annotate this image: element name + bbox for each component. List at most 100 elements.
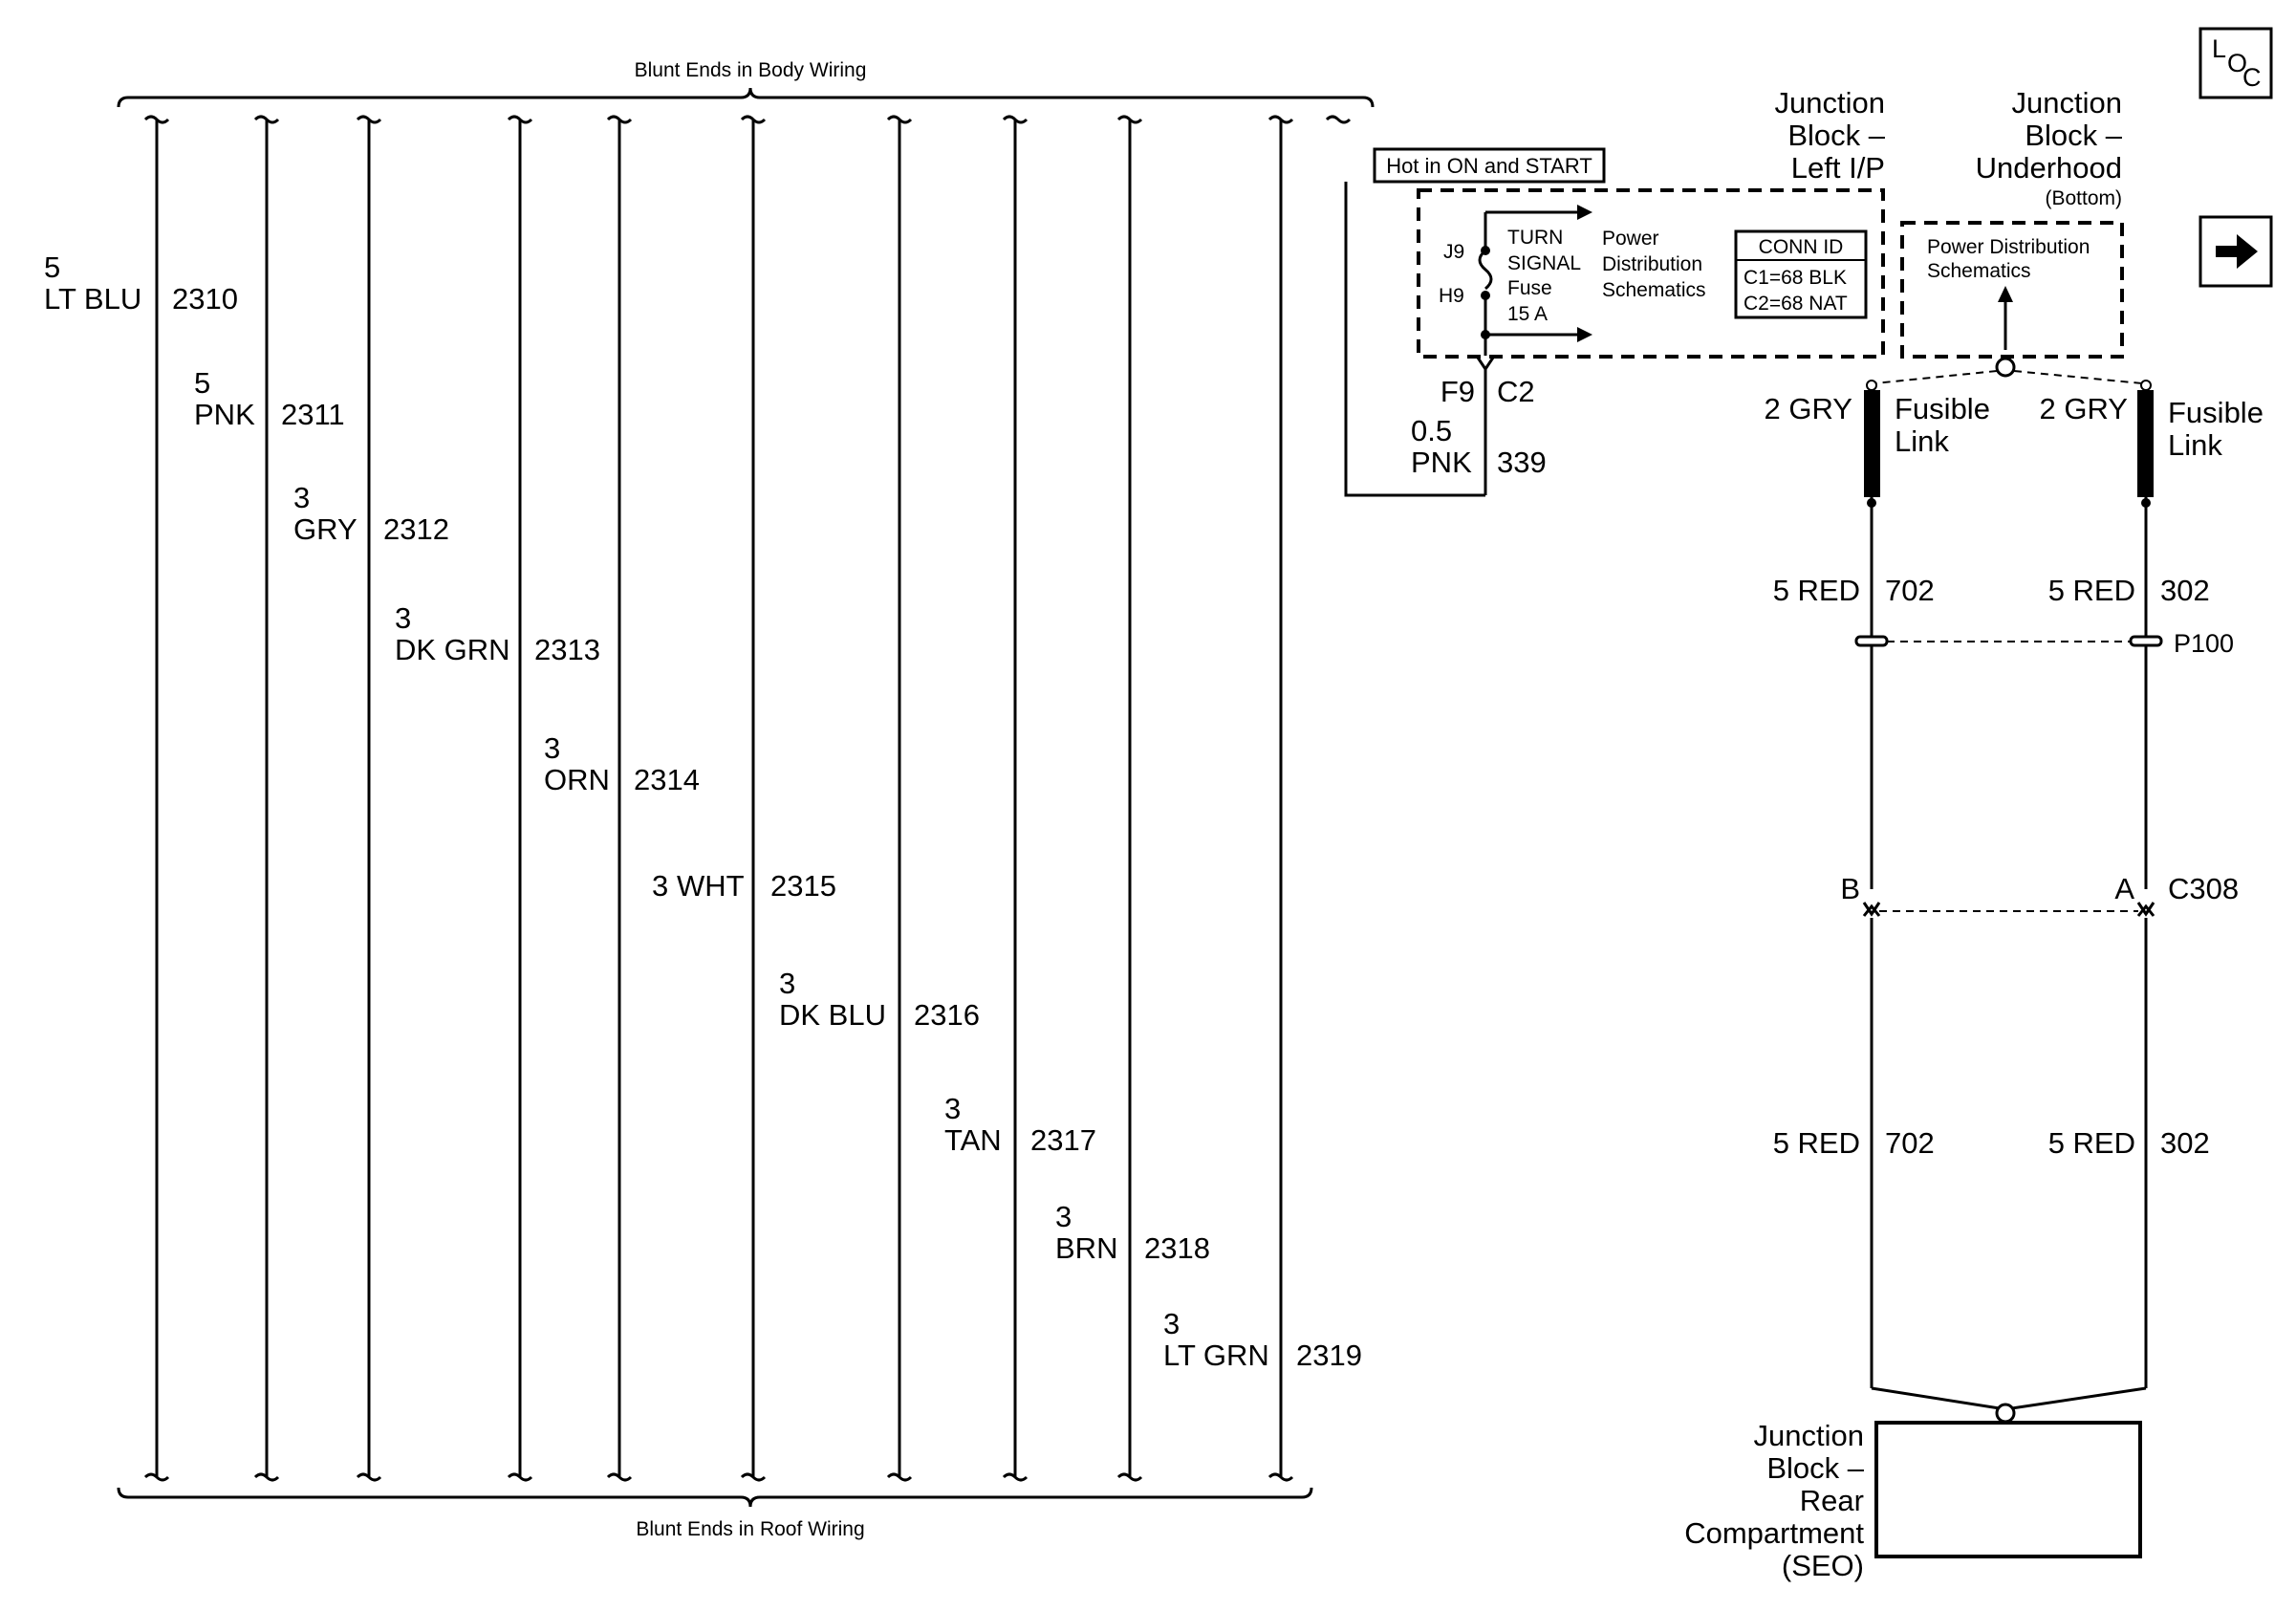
top-blunt-ends-label: Blunt Ends in Body Wiring <box>635 59 867 81</box>
wire-circuit: 702 <box>1885 574 1935 607</box>
wire-color: BRN <box>1055 1231 1117 1265</box>
conn-id-c2: C2=68 NAT <box>1744 293 1848 315</box>
connector-c308-pin-b <box>1862 902 1881 917</box>
wire-circuit: 2310 <box>172 282 238 316</box>
wire-gauge: 0.5 <box>1411 414 1452 447</box>
wire-color: PNK <box>1411 446 1472 479</box>
splice-dash-right <box>2013 370 2143 384</box>
connector-c308-pin-a <box>2136 902 2155 917</box>
jb-rear-title: Compartment <box>1684 1516 1864 1550</box>
wire-circuit: 2314 <box>634 763 700 796</box>
next-page-button[interactable] <box>2199 215 2273 288</box>
wire-gauge: 3 <box>293 481 310 514</box>
fusible-link-label: Link <box>1895 425 1949 458</box>
jb-rear-title: Junction <box>1754 1419 1864 1452</box>
wire-gauge: 3 <box>1163 1307 1180 1340</box>
pds-left-label: Power <box>1602 228 1659 250</box>
wire-circuit: 2311 <box>281 398 345 431</box>
fusible-link-label: Fusible <box>1895 392 1990 425</box>
fuse-icon <box>1478 249 1493 291</box>
connector-c308-pin-b-female <box>1862 903 1881 917</box>
jb-left-title: Block – <box>1787 119 1885 152</box>
fuse-label: SIGNAL <box>1507 252 1581 274</box>
top-bracket <box>117 87 1375 108</box>
top-blunt-end-marks <box>143 115 1352 124</box>
connector-c2-symbol <box>1476 357 1495 372</box>
fusible-link-terminal <box>2140 380 2152 391</box>
wire-circuit: 339 <box>1497 446 1547 479</box>
grommet-p100-right <box>2129 635 2163 647</box>
loc-button[interactable]: L O C <box>2199 27 2273 99</box>
wire-gauge: 3 <box>652 869 668 903</box>
wire-circuit: 2312 <box>383 512 449 546</box>
wire-color: WHT <box>677 869 745 903</box>
arrow-right-icon <box>1577 205 1592 220</box>
fuse-pin-j9: J9 <box>1443 241 1464 263</box>
wire-gauge: 5 <box>194 366 210 400</box>
wire-gauge: 3 <box>944 1092 961 1125</box>
jb-underhood-subtitle: (Bottom) <box>2045 187 2122 209</box>
connector-pin-a: A <box>2114 872 2134 905</box>
connector-c308-pin-a-female <box>2136 903 2155 917</box>
jb-rear-compartment-box <box>1874 1421 2142 1558</box>
bottom-blunt-ends-label: Blunt Ends in Roof Wiring <box>636 1518 864 1540</box>
wire-gauge: 3 <box>1055 1200 1072 1233</box>
wire-circuit: 2317 <box>1030 1123 1096 1157</box>
pds-left-label: Schematics <box>1602 279 1706 301</box>
fusible-link-label: Fusible <box>2168 396 2264 429</box>
hot-in-on-start-label: Hot in ON and START <box>1386 154 1592 178</box>
arrow-right-icon <box>2216 234 2258 269</box>
connector-name-c308: C308 <box>2168 872 2239 905</box>
wire-color: DK GRN <box>395 633 510 666</box>
splice-node <box>1995 1403 2016 1424</box>
wire-color: PNK <box>194 398 255 431</box>
wire-circuit: 702 <box>1885 1126 1935 1160</box>
pds-right-label: Schematics <box>1927 260 2031 282</box>
loc-letter: C <box>2242 63 2262 92</box>
jb-rear-title: Rear <box>1800 1484 1864 1517</box>
jb-underhood-title: Block – <box>2025 119 2122 152</box>
wire-circuit: 2313 <box>534 633 600 666</box>
jb-underhood-title: Underhood <box>1976 151 2122 185</box>
fusible-link-left <box>1864 390 1880 497</box>
wire-label-red: 5 RED <box>1773 574 1860 607</box>
wire-circuit: 302 <box>2160 1126 2210 1160</box>
splice-node <box>1995 357 2016 378</box>
body-wire-lines <box>155 120 1283 1477</box>
wire-color: TAN <box>944 1123 1002 1157</box>
body-wire-labels: 5 LT BLU 2310 5 PNK 2311 3 GRY 2312 3 DK… <box>44 250 1362 1372</box>
wire-circuit: 2319 <box>1296 1339 1362 1372</box>
wire-color: LT BLU <box>44 282 141 316</box>
fuse-pin-h9: H9 <box>1439 285 1464 307</box>
splice-dash-left <box>1874 370 1998 384</box>
fuse-label: Fuse <box>1507 277 1552 299</box>
fusible-link-label: Link <box>2168 428 2222 462</box>
wire-label-red: 5 RED <box>2048 574 2135 607</box>
arrow-up-icon <box>1998 286 2013 302</box>
fusible-link-right <box>2137 390 2154 497</box>
jb-underhood-title: Junction <box>2012 86 2122 120</box>
jb-left-title: Left I/P <box>1791 151 1885 185</box>
conn-id-c1: C1=68 BLK <box>1744 267 1847 289</box>
grommet-p100-left <box>1854 635 1889 647</box>
jb-left-ip-boundary <box>1417 188 1885 359</box>
fusible-link-wire: 2 GRY <box>2040 392 2128 425</box>
wire-gauge: 5 <box>44 250 60 284</box>
loc-letter: O <box>2227 49 2247 77</box>
jb-rear-title: Block – <box>1766 1451 1864 1485</box>
pds-right-label: Power Distribution <box>1927 236 2090 258</box>
fusible-link-wire: 2 GRY <box>1765 392 1852 425</box>
wire-node <box>1867 498 1876 508</box>
arrow-right-icon <box>1577 327 1592 342</box>
connector-pin-f9: F9 <box>1440 375 1475 408</box>
wire-label-red: 5 RED <box>1773 1126 1860 1160</box>
fuse-label: TURN <box>1507 227 1563 249</box>
jb-underhood-boundary <box>1900 221 2124 359</box>
fusible-link-terminal <box>1866 380 1877 391</box>
hot-in-on-start-box <box>1373 147 1606 184</box>
conn-id-title: CONN ID <box>1759 236 1844 258</box>
wire-circuit: 302 <box>2160 574 2210 607</box>
wire-node <box>2141 498 2151 508</box>
wire-color: GRY <box>293 512 357 546</box>
